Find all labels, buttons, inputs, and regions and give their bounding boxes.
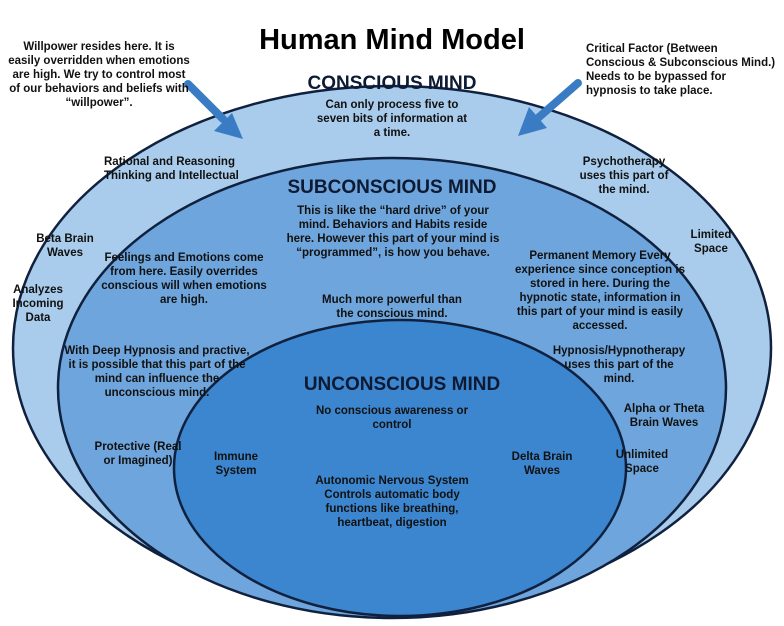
subconscious-description: This is like the “hard drive” of your mi…	[286, 205, 500, 259]
subconscious-mind-heading: SUBCONSCIOUS MIND	[287, 177, 497, 198]
conscious-mind-heading: CONSCIOUS MIND	[307, 73, 477, 94]
psychotherapy-label: Psychotherapy uses this part of the mind…	[579, 156, 669, 196]
delta-brain-waves-label: Delta Brain Waves	[511, 451, 573, 477]
conscious-description: Can only process five to seven bits of i…	[316, 99, 468, 139]
rational-thinking-label: Rational and Reasoning Thinking and Inte…	[104, 156, 239, 182]
more-powerful-label: Much more powerful than the conscious mi…	[322, 294, 462, 320]
limited-space-label: Limited Space	[690, 229, 732, 255]
unconscious-description: No conscious awareness or control	[315, 405, 469, 431]
permanent-memory-label: Permanent Memory Every experience since …	[514, 250, 685, 332]
analyzes-incoming-data-label: Analyzes Incoming Data	[12, 284, 64, 324]
unconscious-mind-heading: UNCONSCIOUS MIND	[303, 374, 501, 395]
feelings-emotions-label: Feelings and Emotions come from here. Ea…	[101, 252, 267, 306]
willpower-arrow	[184, 80, 243, 139]
alpha-theta-label: Alpha or Theta Brain Waves	[623, 403, 705, 429]
critical-factor-callout: Critical Factor (Between Conscious & Sub…	[586, 43, 776, 97]
diagram-title: Human Mind Model	[259, 24, 525, 56]
unlimited-space-label: Unlimited Space	[615, 449, 669, 475]
critical-factor-arrow	[518, 79, 582, 136]
unconscious-mind-ellipse	[172, 318, 628, 618]
immune-system-label: Immune System	[213, 451, 259, 477]
autonomic-nervous-system-label: Autonomic Nervous System Controls automa…	[315, 475, 469, 529]
willpower-callout: Willpower resides here. It is easily ove…	[8, 41, 190, 109]
beta-brain-waves-label: Beta Brain Waves	[36, 233, 94, 259]
protective-label: Protective (Real or Imagined)	[94, 441, 182, 467]
deep-hypnosis-label: With Deep Hypnosis and practive, it is p…	[64, 345, 250, 399]
hypnotherapy-label: Hypnosis/Hypnotherapy uses this part of …	[552, 345, 686, 385]
